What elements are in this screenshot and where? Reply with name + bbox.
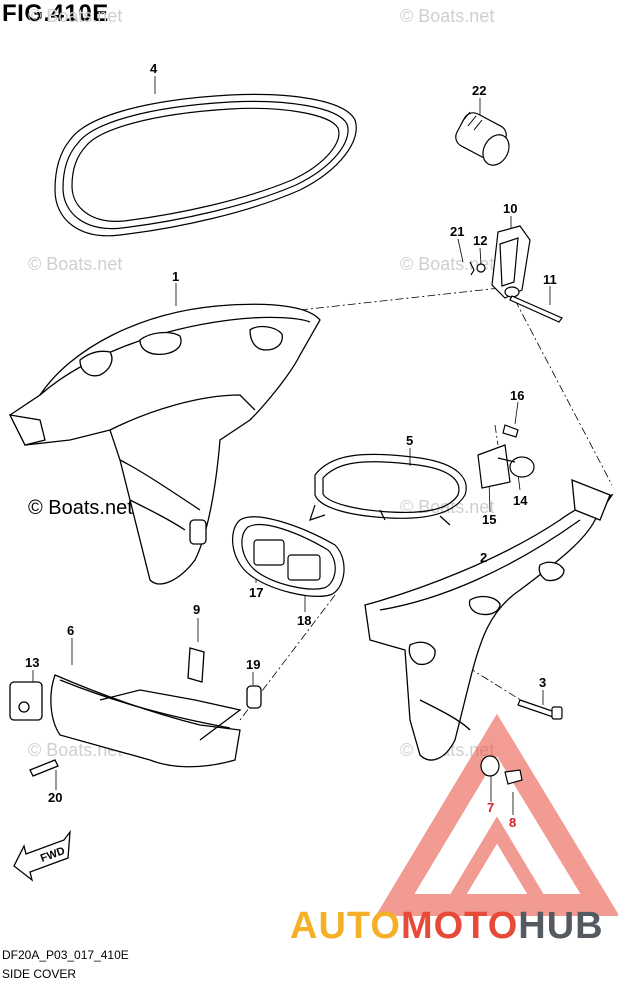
brand-wordmark: AUTOMOTOHUB bbox=[290, 905, 604, 948]
callout-22: 22 bbox=[472, 83, 486, 98]
callout-16: 16 bbox=[510, 388, 524, 403]
callout-18: 18 bbox=[297, 613, 311, 628]
callout-4: 4 bbox=[150, 61, 158, 76]
watermark-dark: © Boats.net bbox=[28, 497, 133, 519]
part-3-7-8-bolts bbox=[480, 699, 563, 785]
part-6-lower-bracket bbox=[9, 647, 262, 777]
callout-labels: 4 22 10 21 12 11 1 16 5 14 15 2 17 18 9 … bbox=[25, 61, 557, 830]
callout-6: 6 bbox=[67, 623, 74, 638]
callout-17: 17 bbox=[249, 585, 263, 600]
callout-9: 9 bbox=[193, 602, 200, 617]
part-1-upper-cover bbox=[8, 303, 321, 585]
part-17-18-plate bbox=[232, 516, 345, 597]
brand-part-moto: MOTO bbox=[400, 905, 519, 947]
callout-21: 21 bbox=[450, 224, 464, 239]
callout-13: 13 bbox=[25, 655, 39, 670]
part-4-seal bbox=[54, 93, 357, 237]
callout-19: 19 bbox=[246, 657, 260, 672]
part-2-lower-cover bbox=[364, 479, 614, 761]
watermark: © Boats.net bbox=[400, 6, 495, 26]
watermark: © Boats.net bbox=[400, 254, 495, 274]
brand-part-hub: HUB bbox=[518, 905, 604, 947]
callout-10: 10 bbox=[503, 201, 517, 216]
callout-5: 5 bbox=[406, 433, 413, 448]
callout-20: 20 bbox=[48, 790, 62, 805]
callout-3: 3 bbox=[539, 675, 546, 690]
part-10-bracket bbox=[469, 225, 563, 323]
callout-8: 8 bbox=[509, 815, 516, 830]
fwd-arrow-icon: FWD bbox=[13, 829, 71, 882]
callout-2: 2 bbox=[480, 550, 487, 565]
callout-12: 12 bbox=[473, 233, 487, 248]
brand-part-auto: AUTO bbox=[290, 905, 401, 947]
drawing-code: DF20A_P03_017_410E bbox=[2, 948, 129, 962]
callout-11: 11 bbox=[543, 272, 557, 287]
part-14-15-16-clip bbox=[477, 424, 535, 489]
figure-caption: SIDE COVER bbox=[2, 967, 77, 981]
part-5-gasket bbox=[309, 453, 467, 526]
brand-logo-mark bbox=[375, 713, 618, 916]
watermark: © Boats.net bbox=[28, 254, 123, 274]
callout-7: 7 bbox=[487, 800, 494, 815]
figure-title: FIG.410E bbox=[2, 0, 109, 27]
callout-1: 1 bbox=[172, 269, 179, 284]
part-22-grommet bbox=[455, 111, 510, 166]
callout-14: 14 bbox=[513, 493, 528, 508]
watermark: © Boats.net bbox=[28, 6, 123, 26]
callout-15: 15 bbox=[482, 512, 496, 527]
watermark: © Boats.net bbox=[400, 497, 495, 517]
